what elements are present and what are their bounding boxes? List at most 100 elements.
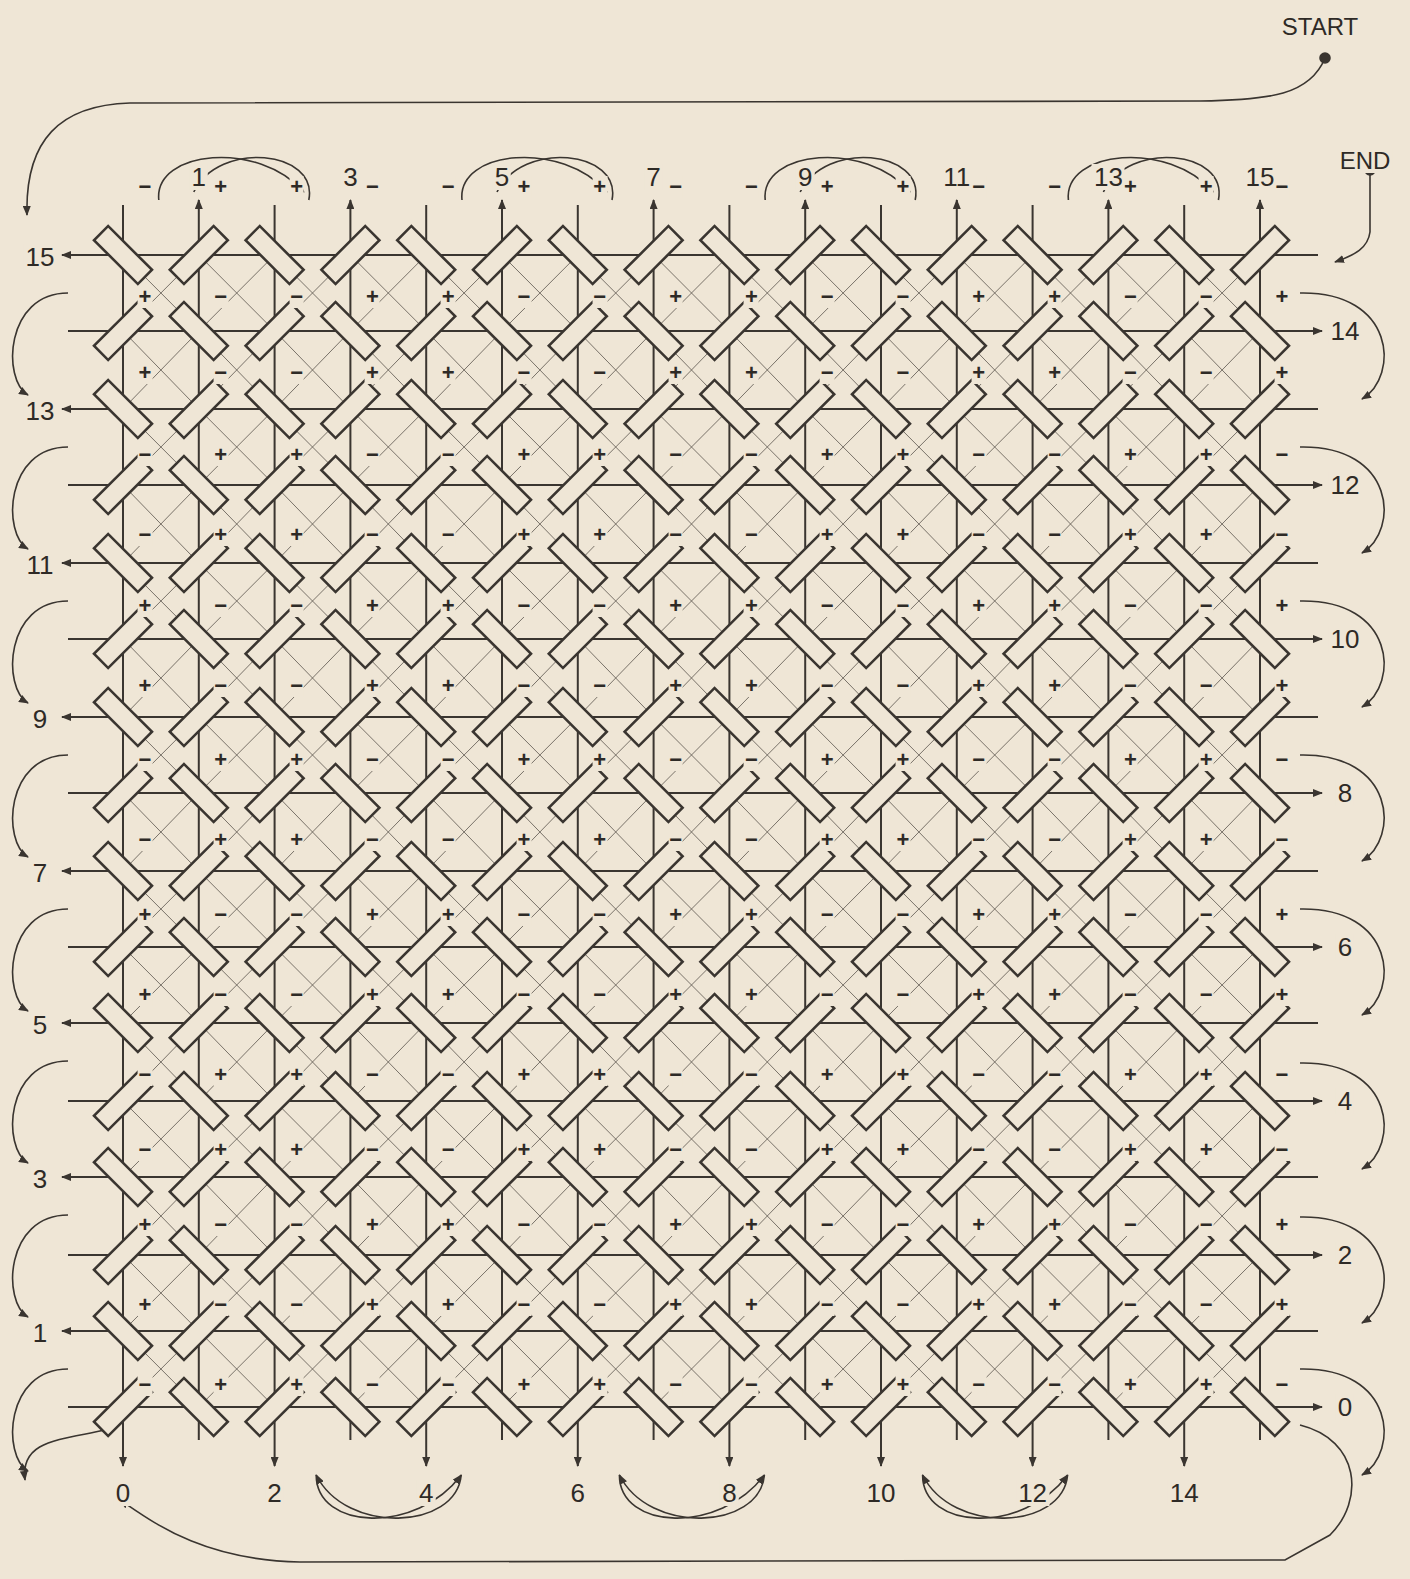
ferrite-core	[700, 764, 758, 822]
polarity-sign: −	[365, 1139, 380, 1161]
polarity-sign: −	[1047, 1374, 1062, 1396]
ferrite-core	[1155, 302, 1213, 360]
polarity-sign: +	[820, 1064, 835, 1086]
polarity-sign: −	[1199, 984, 1214, 1006]
polarity-sign: +	[1047, 362, 1062, 384]
polarity-sign: −	[820, 595, 835, 617]
sense-return	[120, 1425, 1352, 1562]
wire-loop	[765, 157, 910, 200]
sense-wire	[502, 871, 578, 947]
polarity-sign: −	[592, 904, 607, 926]
sense-wire	[805, 1331, 881, 1407]
sense-wire	[1184, 1101, 1260, 1177]
sense-wire	[199, 1023, 275, 1101]
wire-arrow	[62, 1330, 95, 1332]
wire-arrow	[1292, 1406, 1322, 1408]
polarity-sign: +	[213, 749, 228, 771]
polarity-sign: +	[289, 1064, 304, 1086]
polarity-sign: +	[1123, 1139, 1138, 1161]
wire-arrow	[1292, 638, 1322, 640]
wire-loop	[923, 1475, 1068, 1518]
sense-wire	[199, 563, 275, 639]
polarity-sign: −	[744, 176, 759, 198]
ferrite-core	[94, 764, 152, 822]
sense-wire	[199, 409, 275, 485]
wire-arrow	[349, 200, 351, 230]
sense-wire	[502, 409, 578, 485]
ferrite-core	[625, 610, 683, 668]
wire-loop	[1300, 1369, 1384, 1475]
polarity-sign: +	[138, 595, 153, 617]
polarity-sign: −	[1199, 675, 1214, 697]
ferrite-core	[1004, 610, 1062, 668]
wire-arrow	[1292, 1100, 1322, 1102]
wire-loop	[619, 1475, 764, 1518]
polarity-sign: −	[744, 1139, 759, 1161]
polarity-sign: +	[971, 362, 986, 384]
wire-number: 9	[31, 706, 49, 732]
polarity-sign: −	[668, 829, 683, 851]
polarity-sign: +	[1047, 675, 1062, 697]
sense-wire	[123, 1255, 199, 1331]
sense-wire	[199, 1177, 275, 1255]
ferrite-core	[1004, 918, 1062, 976]
sense-wire	[1108, 1023, 1184, 1101]
wire-loop	[1068, 157, 1213, 200]
sense-wire	[881, 1255, 957, 1331]
polarity-sign: +	[138, 362, 153, 384]
polarity-sign: +	[517, 524, 532, 546]
sense-wire	[1184, 793, 1260, 871]
polarity-sign: +	[213, 829, 228, 851]
sense-wire	[729, 793, 805, 871]
sense-wire	[654, 255, 730, 331]
polarity-sign: +	[668, 675, 683, 697]
sense-wire	[502, 255, 578, 331]
polarity-sign: +	[441, 1214, 456, 1236]
wire-number: 10	[1329, 626, 1362, 652]
polarity-sign: +	[213, 1064, 228, 1086]
ferrite-core	[321, 226, 379, 284]
ferrite-core	[94, 302, 152, 360]
polarity-sign: +	[1199, 829, 1214, 851]
sense-wire	[123, 331, 199, 409]
polarity-sign: +	[1123, 176, 1138, 198]
sense-wire	[1033, 1101, 1109, 1177]
ferrite-core	[776, 610, 834, 668]
sense-wire	[805, 1023, 881, 1101]
wire-number: 12	[1329, 472, 1362, 498]
sense-wire	[275, 331, 351, 409]
sense-wire	[1184, 639, 1260, 717]
wire-arrow	[1259, 200, 1261, 230]
wire-arrow	[577, 1440, 579, 1466]
polarity-sign: +	[1047, 984, 1062, 1006]
sense-wire	[275, 1255, 351, 1331]
polarity-sign: −	[517, 904, 532, 926]
wire-arrow	[62, 408, 95, 410]
sense-wire	[502, 409, 578, 485]
ferrite-core	[1231, 918, 1289, 976]
sense-wire	[654, 1023, 730, 1101]
wire-arrow	[62, 870, 95, 872]
wire-number: 0	[1336, 1394, 1354, 1420]
polarity-sign: +	[896, 829, 911, 851]
wire-loop	[619, 1475, 764, 1518]
polarity-sign: +	[1123, 1064, 1138, 1086]
polarity-sign: +	[213, 1374, 228, 1396]
polarity-sign: +	[820, 444, 835, 466]
terminal-label: END	[1338, 149, 1393, 173]
ferrite-core	[1079, 302, 1137, 360]
polarity-sign: +	[896, 1139, 911, 1161]
polarity-sign: +	[668, 1294, 683, 1316]
polarity-sign: +	[896, 1064, 911, 1086]
ferrite-core	[1004, 302, 1062, 360]
sense-wire	[1184, 947, 1260, 1023]
wire-loop	[462, 157, 607, 200]
polarity-sign: −	[1047, 749, 1062, 771]
ferrite-core	[700, 226, 758, 284]
ferrite-core	[246, 302, 304, 360]
sense-wire	[123, 485, 199, 563]
polarity-sign: +	[744, 286, 759, 308]
sense-wire	[1108, 1177, 1184, 1255]
sense-wire	[502, 563, 578, 639]
ferrite-core	[170, 226, 228, 284]
